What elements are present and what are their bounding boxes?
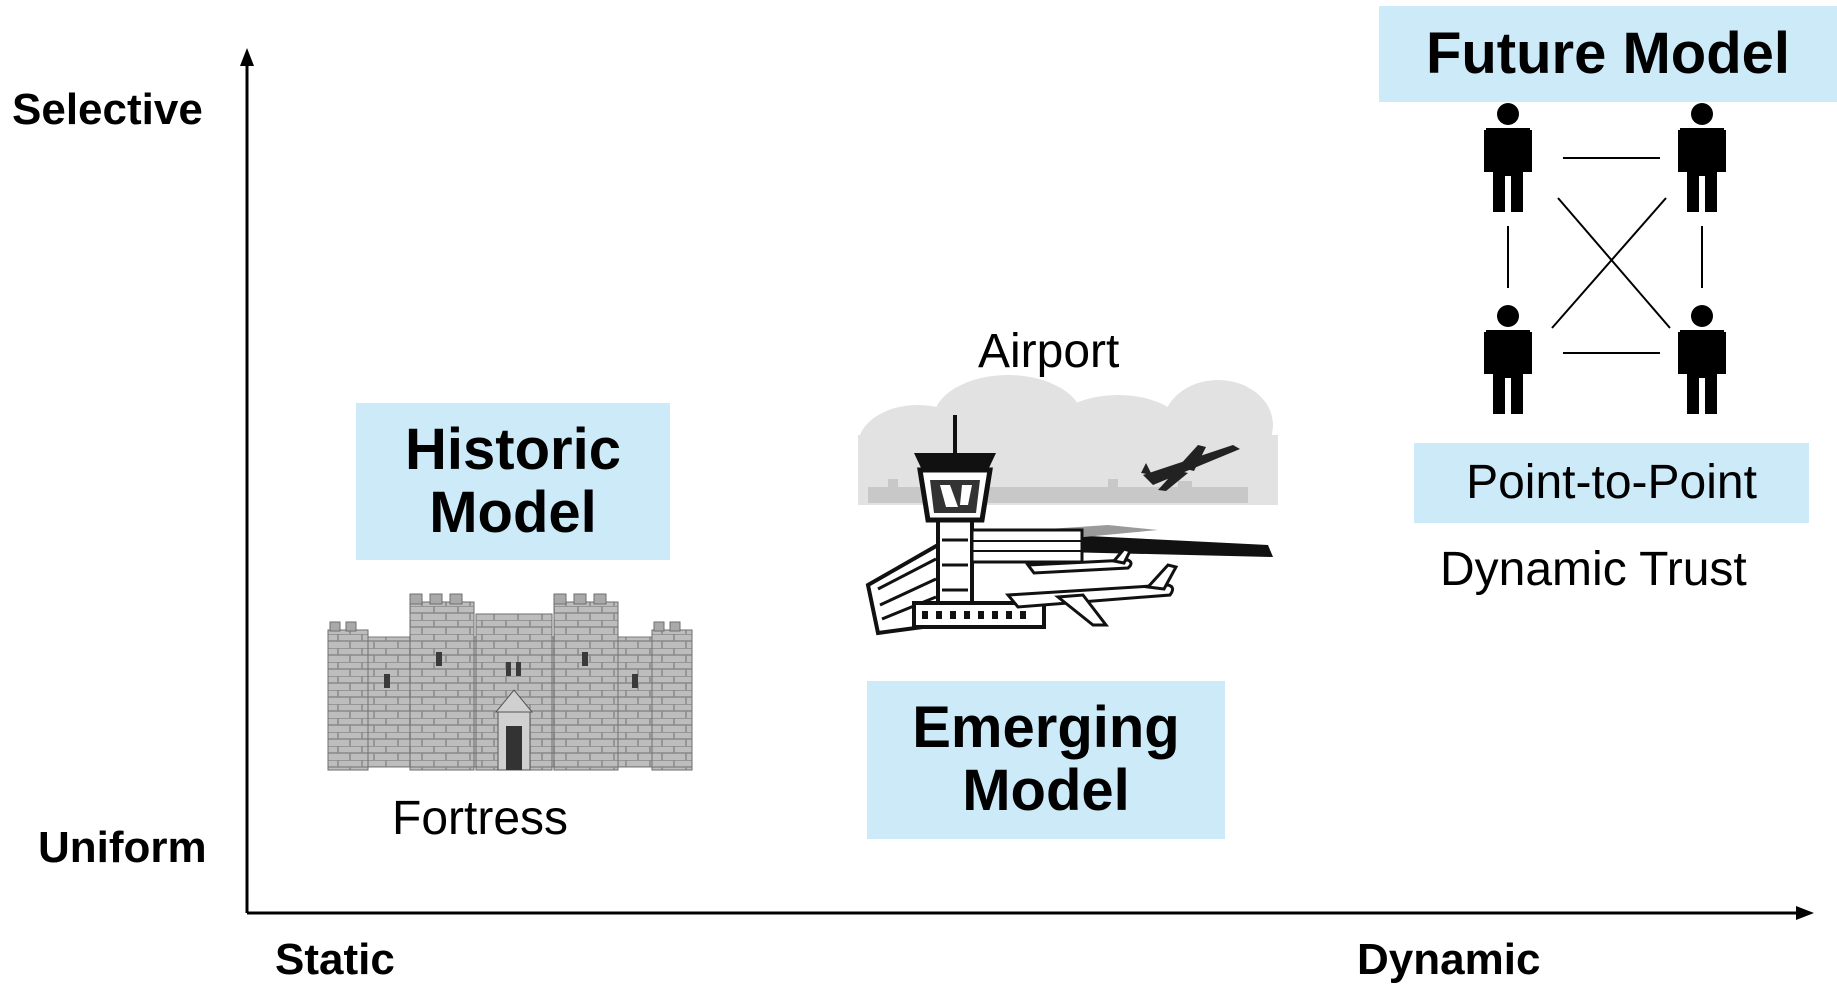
x-axis-right-label: Dynamic <box>1357 935 1541 984</box>
people-network-icon <box>1484 103 1726 414</box>
castle-icon <box>327 593 693 771</box>
y-axis-top-label: Selective <box>12 85 203 134</box>
point-to-point-caption: Point-to-Point <box>1466 456 1757 509</box>
airport-icon <box>858 375 1278 636</box>
y-axis-bottom-label: Uniform <box>38 823 207 872</box>
x-axis-left-label: Static <box>275 935 395 984</box>
historic-model-title: Historic Model <box>405 416 621 545</box>
fortress-caption: Fortress <box>392 792 569 845</box>
emerging-model-box: Emerging Model <box>867 681 1225 839</box>
point-to-point-box: Point-to-Point <box>1414 443 1809 523</box>
dynamic-trust-caption: Dynamic Trust <box>1440 543 1747 596</box>
future-model-box: Future Model <box>1379 6 1837 102</box>
emerging-model-title: Emerging Model <box>912 695 1180 823</box>
airport-caption: Airport <box>978 325 1120 378</box>
historic-model-box: Historic Model <box>356 403 670 560</box>
future-model-title: Future Model <box>1425 20 1791 86</box>
